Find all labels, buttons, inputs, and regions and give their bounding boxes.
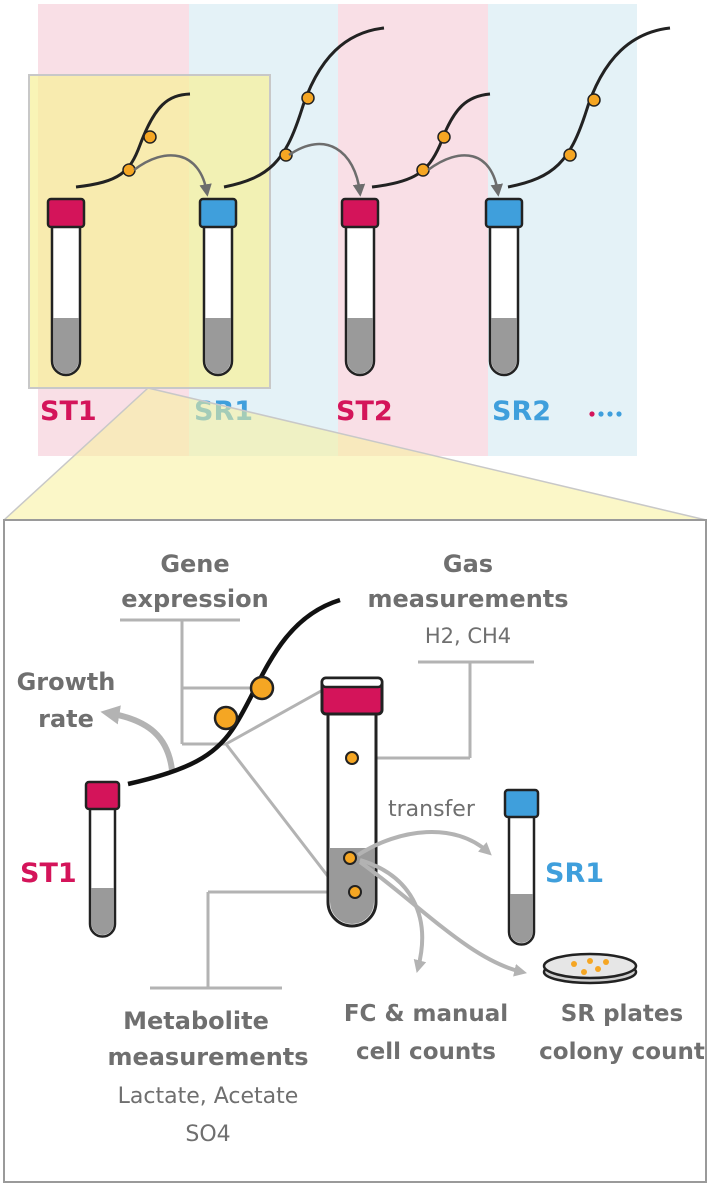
fc-counts-label-2: cell counts: [356, 1039, 496, 1065]
zoom-projection: [4, 388, 706, 520]
detail-label-sr1: SR1: [545, 858, 604, 889]
colony: [581, 969, 587, 975]
growth-rate-label-2: rate: [38, 705, 94, 733]
colony: [587, 958, 593, 964]
transfer-arrow: [288, 142, 366, 197]
detail-tube-st1: [84, 780, 121, 938]
transfer-arrow-detail: [356, 829, 492, 857]
growth-rate-arrow: [100, 705, 175, 771]
transfer-arrow: [427, 154, 503, 197]
growth-curve-1: [75, 92, 191, 189]
sample-dot: [437, 130, 451, 144]
metabolite-title-2: measurements: [107, 1043, 308, 1071]
fc-counts-label: FC & manual: [344, 1001, 508, 1027]
metabolite-detail-2: SO4: [185, 1122, 230, 1147]
more-ellipsis: ....: [589, 411, 622, 417]
connector-lines: [120, 618, 534, 990]
colony: [603, 959, 609, 965]
detail-tube-sr1: [503, 788, 540, 946]
sample-dot: [587, 93, 601, 107]
sr-plates-label: SR plates: [561, 1001, 683, 1027]
detail-tube-main: [320, 676, 384, 928]
metabolite-detail: Lactate, Acetate: [118, 1084, 299, 1109]
sample-dot: [563, 148, 577, 162]
tube-st1: [46, 197, 86, 377]
colony: [595, 966, 601, 972]
detail-panel: Gene expression Gas measurements H2, CH4…: [3, 519, 707, 1183]
sample-dot: [416, 163, 430, 177]
growth-curve-3: [371, 92, 491, 189]
label-st1: ST1: [40, 396, 97, 427]
petri-dish: [542, 952, 638, 985]
culture-sample-dot: [343, 851, 357, 865]
growth-curve-4: [507, 26, 671, 189]
growth-curve-2: [223, 26, 385, 189]
sample-dot: [301, 91, 315, 105]
gas-sample-dot: [345, 751, 359, 765]
gene-expression-title-2: expression: [121, 585, 268, 613]
gene-expression-title: Gene: [160, 550, 229, 578]
gas-measurements-detail: H2, CH4: [425, 624, 511, 648]
fc-counts-arrow: [359, 858, 427, 973]
growth-rate-label: Growth: [17, 668, 116, 696]
sr-plates-label-2: colony count: [539, 1039, 705, 1065]
label-sr2: SR2: [492, 396, 551, 427]
gas-measurements-title: Gas: [443, 550, 493, 578]
tube-st2: [340, 197, 380, 377]
sample-dot: [143, 130, 157, 144]
gene-expression-dot: [249, 675, 275, 701]
overview-panel: ST1 SR1 ST2 SR2 ....: [28, 4, 671, 456]
label-st2: ST2: [336, 396, 393, 427]
tube-sr1: [198, 197, 238, 377]
sampling-dot: [213, 705, 239, 731]
metabolite-title: Metabolite: [123, 1007, 269, 1035]
tube-sr2: [484, 197, 524, 377]
transfer-label: transfer: [388, 797, 476, 822]
metabolite-sample-dot: [348, 885, 362, 899]
sample-dot: [122, 163, 136, 177]
detail-label-st1: ST1: [20, 858, 77, 889]
colony: [571, 961, 577, 967]
gas-measurements-title-2: measurements: [367, 585, 568, 613]
sample-dot: [279, 148, 293, 162]
sr-plates-arrow: [358, 860, 527, 977]
detail-growth-curve: [127, 597, 341, 787]
transfer-arrow: [133, 154, 212, 197]
